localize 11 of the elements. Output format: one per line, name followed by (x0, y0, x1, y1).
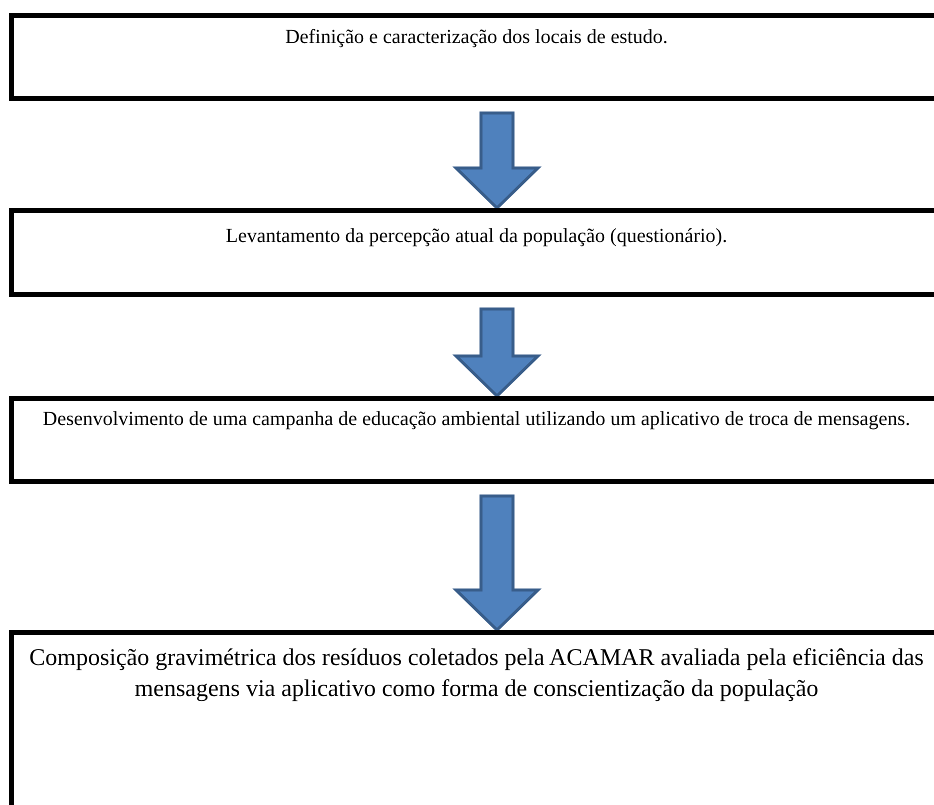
block-arrow (452, 308, 542, 398)
step-text: Levantamento da percepção atual da população (questionário). (224, 224, 728, 249)
process-box (9, 13, 934, 101)
step-text: Definição e caracterização dos locais de estudo. (284, 25, 669, 50)
process-box (9, 208, 934, 297)
block-arrow (452, 112, 542, 210)
process-box (9, 630, 934, 805)
process-box (9, 396, 934, 484)
block-arrow (452, 494, 542, 632)
step-text: Desenvolvimento de uma campanha de educação ambiental utilizando um aplicativo de troca de mensagens. (42, 407, 912, 432)
step-text: Composição gravimétrica dos resíduos coletados pela ACAMAR avaliada pela eficiência das mensagens via aplicativo como forma de conscientização da população (28, 644, 925, 704)
